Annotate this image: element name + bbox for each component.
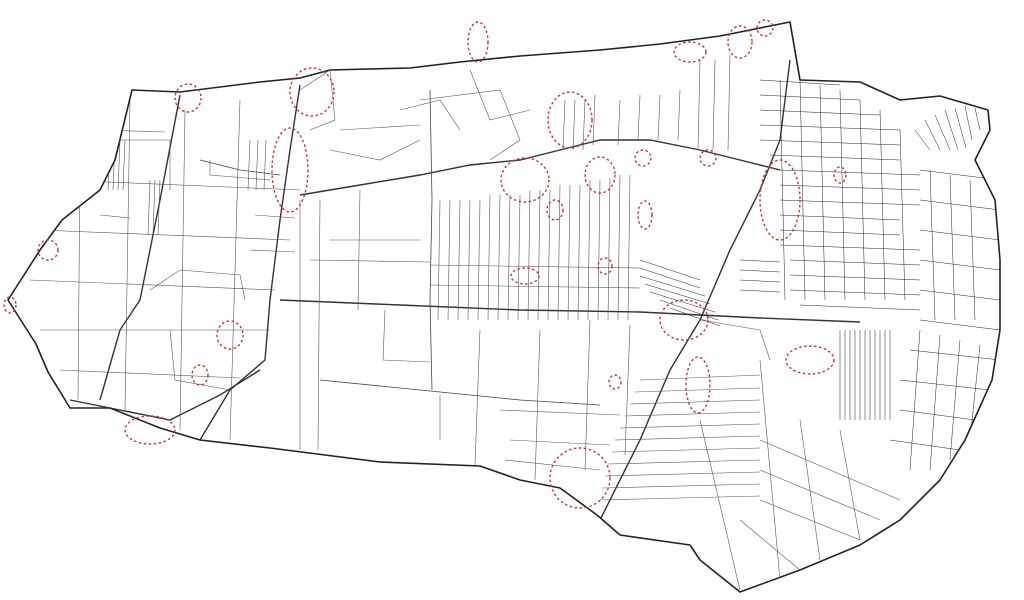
- parcels-strips-south: [599, 319, 901, 591]
- parcels-central: [299, 69, 631, 481]
- zone-outline[interactable]: [756, 19, 774, 37]
- zone-outline[interactable]: [608, 374, 622, 390]
- zone-outline[interactable]: [174, 83, 202, 113]
- zone-outline[interactable]: [467, 21, 489, 63]
- zone-outline[interactable]: [759, 159, 801, 241]
- dashed-zones[interactable]: [3, 19, 847, 509]
- zone-outline[interactable]: [191, 364, 209, 386]
- zone-outline[interactable]: [549, 447, 611, 509]
- zone-outline[interactable]: [685, 356, 711, 414]
- zone-outline[interactable]: [673, 41, 707, 63]
- zone-outline[interactable]: [3, 296, 17, 314]
- zone-outline[interactable]: [289, 67, 335, 117]
- municipality-boundary: [7, 21, 1001, 593]
- zone-outline[interactable]: [271, 127, 309, 213]
- zone-outline[interactable]: [584, 156, 616, 194]
- zone-outline[interactable]: [727, 25, 753, 59]
- zone-outline[interactable]: [510, 267, 540, 285]
- zone-outline[interactable]: [785, 345, 835, 375]
- zone-outline[interactable]: [833, 166, 847, 184]
- zone-outline[interactable]: [547, 91, 593, 149]
- zone-outline[interactable]: [637, 200, 653, 230]
- zone-outline[interactable]: [124, 415, 176, 445]
- zone-outline[interactable]: [546, 199, 564, 221]
- parcels-strips-center: [429, 54, 731, 321]
- zone-outline[interactable]: [37, 239, 59, 261]
- zone-outline[interactable]: [634, 149, 652, 167]
- parcels-village: [759, 79, 1000, 471]
- zone-outline[interactable]: [216, 320, 244, 350]
- zone-outline[interactable]: [659, 299, 709, 341]
- zone-outline[interactable]: [500, 157, 550, 203]
- zone-outline[interactable]: [699, 149, 717, 167]
- zone-outline[interactable]: [597, 257, 613, 275]
